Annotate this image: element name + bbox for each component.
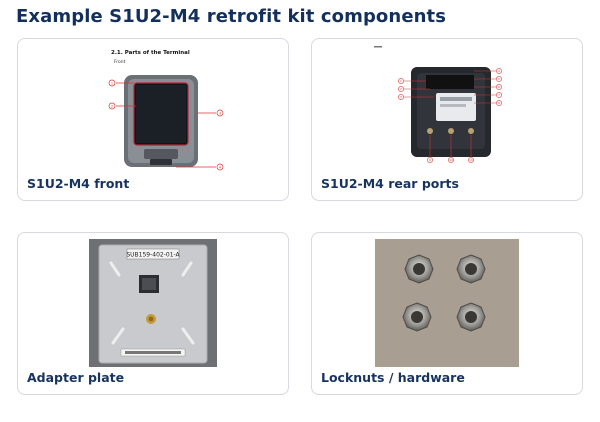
callout-number: 5 xyxy=(498,77,500,81)
callout-number: 9 xyxy=(429,158,431,162)
svg-text:1: 1 xyxy=(111,82,113,86)
card-caption: S1U2-M4 rear ports xyxy=(321,176,459,191)
callout-number: 8 xyxy=(498,101,500,105)
callout-marker: 4 xyxy=(216,163,224,171)
callout-number: 1 xyxy=(400,79,402,83)
callout-number: 11 xyxy=(469,158,473,162)
card-caption: Adapter plate xyxy=(27,370,125,385)
callout-marker: 1 xyxy=(108,79,116,87)
callout-number: 2 xyxy=(400,87,402,91)
callout-marker: 2 xyxy=(108,102,116,110)
svg-text:4: 4 xyxy=(219,166,222,170)
doc-subheading: Front xyxy=(114,59,126,65)
component-card-adapter: SUB159-402-01-A Adapter plate xyxy=(17,232,289,395)
callout-number: 6 xyxy=(498,85,500,89)
locknut xyxy=(456,254,486,284)
terminal-rear-image: 1 2 3 4 5 6 7 8 9 10 11 xyxy=(374,43,524,173)
callout-marker: 3 xyxy=(216,109,224,117)
callout-number: 4 xyxy=(498,69,500,73)
component-card-locknuts: Locknuts / hardware xyxy=(311,232,583,395)
locknut xyxy=(404,254,434,284)
rear-callouts: 1 2 3 4 5 6 7 8 9 10 11 xyxy=(398,68,502,163)
page-title: Example S1U2-M4 retrofit kit components xyxy=(16,6,447,27)
card-caption: S1U2-M4 front xyxy=(27,176,130,191)
callout-number: 3 xyxy=(400,95,402,99)
component-card-rear: 1 2 3 4 5 6 7 8 9 10 11 S1U2-M4 rear ports xyxy=(311,38,583,201)
component-card-front: 2.1. Parts of the Terminal Front 1 2 3 4 xyxy=(17,38,289,201)
card-caption: Locknuts / hardware xyxy=(321,370,465,385)
callout-number: 7 xyxy=(498,93,500,97)
locknut xyxy=(456,302,486,332)
svg-text:3: 3 xyxy=(219,112,221,116)
part-number-label: SUB159-402-01-A xyxy=(126,252,180,259)
locknut xyxy=(402,302,432,332)
callout-number: 10 xyxy=(449,158,453,162)
locknuts-image xyxy=(375,239,519,367)
adapter-plate-image: SUB159-402-01-A xyxy=(89,239,217,367)
terminal-front-image: 2.1. Parts of the Terminal Front 1 2 3 4 xyxy=(66,45,246,173)
doc-heading: 2.1. Parts of the Terminal xyxy=(111,50,190,56)
svg-text:2: 2 xyxy=(111,105,113,109)
